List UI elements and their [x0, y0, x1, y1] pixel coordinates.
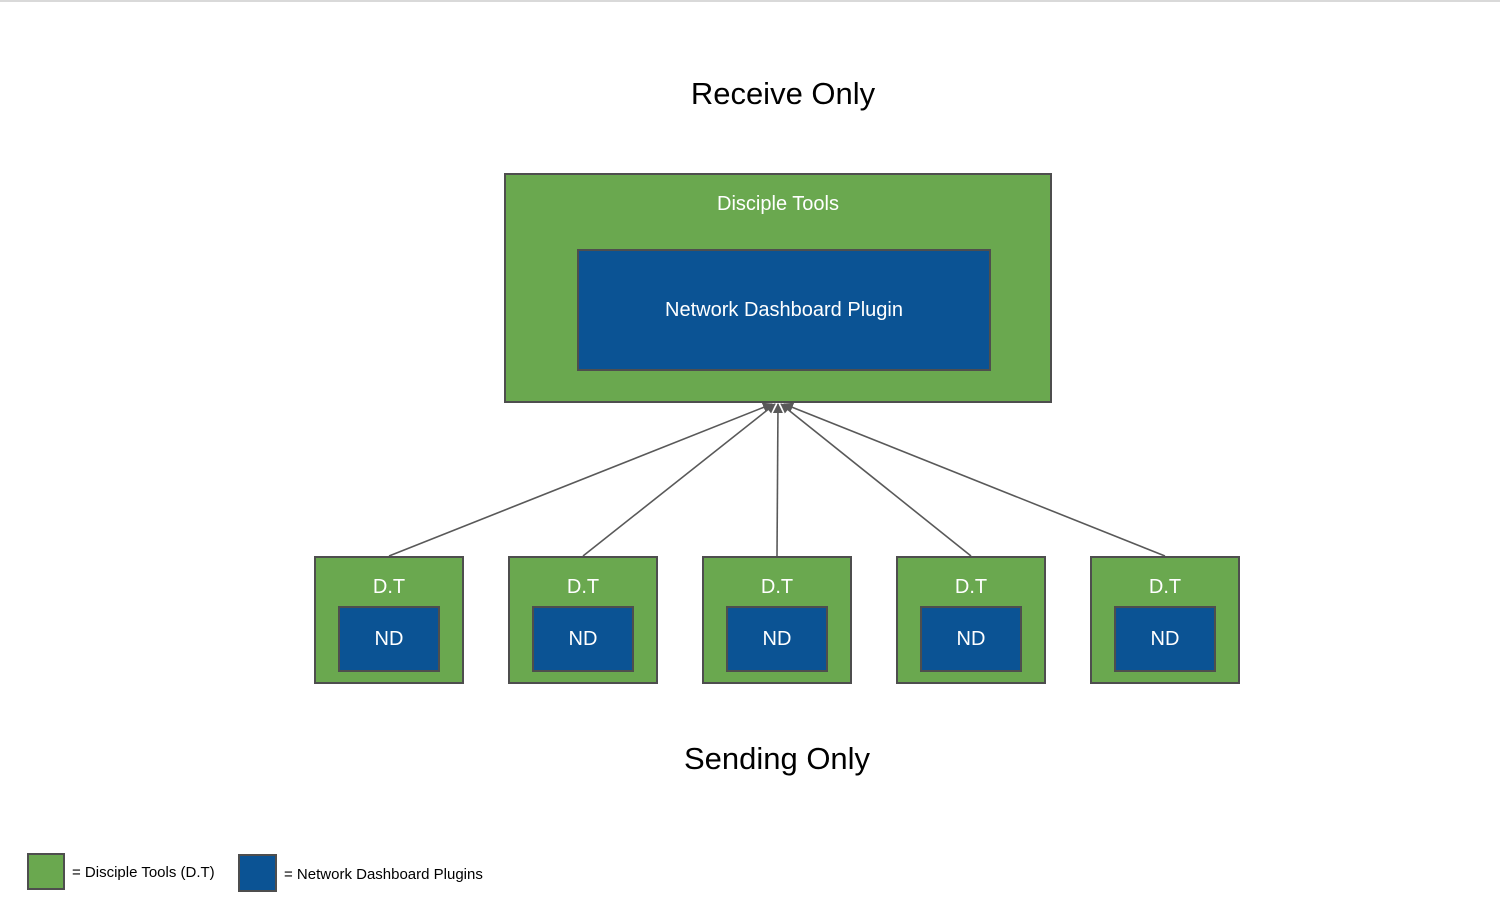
sender-dt-label: D.T: [566, 576, 600, 598]
receiver-network-dashboard-box: Network Dashboard Plugin: [577, 249, 991, 371]
receiver-network-dashboard-label: Network Dashboard Plugin: [665, 299, 903, 321]
sender-nd-label: ND: [374, 628, 404, 650]
receiver-disciple-tools-box: Disciple Tools Network Dashboard Plugin: [504, 173, 1052, 403]
sender-node-2: D.T ND: [508, 556, 658, 684]
receive-only-title: Receive Only: [690, 76, 876, 111]
arrow-sender-2: [582, 403, 776, 557]
arrow-sender-5: [783, 402, 1166, 557]
sender-node-4: D.T ND: [896, 556, 1046, 684]
top-divider: [0, 0, 1500, 2]
sender-nd-box: ND: [1114, 606, 1216, 672]
sender-node-5: D.T ND: [1090, 556, 1240, 684]
arrow-sender-4: [780, 403, 972, 557]
legend-disciple-tools-label: = Disciple Tools (D.T): [72, 864, 215, 881]
sender-nd-box: ND: [532, 606, 634, 672]
arrow-sender-3: [772, 403, 783, 557]
sender-nd-label: ND: [762, 628, 792, 650]
sender-nd-label: ND: [1150, 628, 1180, 650]
sending-only-title: Sending Only: [683, 741, 871, 776]
sender-nd-box: ND: [338, 606, 440, 672]
sender-node-1: D.T ND: [314, 556, 464, 684]
sender-dt-label: D.T: [760, 576, 794, 598]
sender-dt-label: D.T: [1148, 576, 1182, 598]
sender-nd-label: ND: [956, 628, 986, 650]
arrow-sender-1: [388, 402, 773, 557]
legend-network-dashboard-swatch: [238, 854, 277, 892]
legend-disciple-tools-swatch: [27, 853, 65, 890]
sender-dt-label: D.T: [954, 576, 988, 598]
sender-nd-box: ND: [920, 606, 1022, 672]
legend-network-dashboard-label: = Network Dashboard Plugins: [284, 866, 483, 883]
receiver-disciple-tools-label: Disciple Tools: [717, 193, 839, 215]
sender-dt-label: D.T: [372, 576, 406, 598]
sender-nd-label: ND: [568, 628, 598, 650]
sender-nd-box: ND: [726, 606, 828, 672]
sender-node-3: D.T ND: [702, 556, 852, 684]
